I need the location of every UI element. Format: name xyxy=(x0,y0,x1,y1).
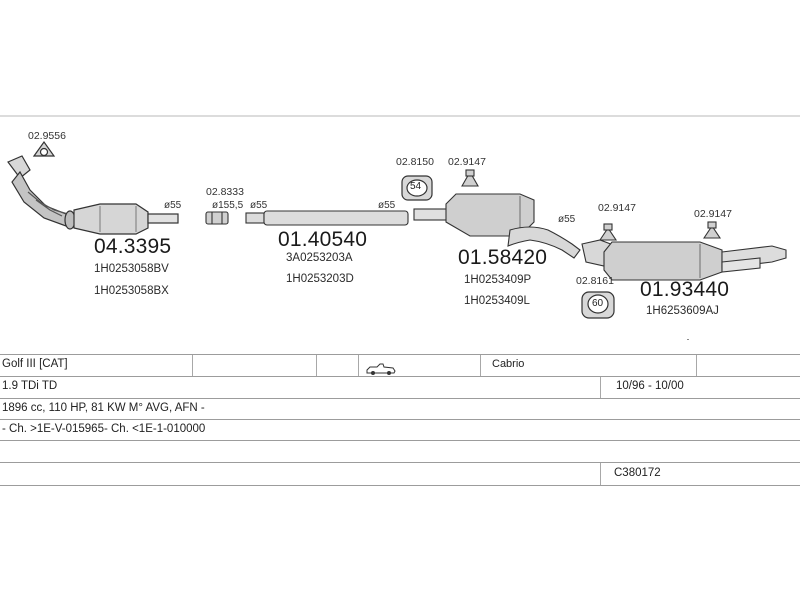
pipe-diameter: ø55 xyxy=(250,200,268,211)
mount-size-badge: 60 xyxy=(592,298,604,309)
gasket-part xyxy=(32,140,56,157)
convertible-car-icon xyxy=(366,361,396,380)
accessory-number: 02.8150 xyxy=(396,156,434,168)
accessory-number: 02.9147 xyxy=(448,156,486,168)
production-years: 10/96 - 10/00 xyxy=(616,380,684,392)
accessory-number: 02.9556 xyxy=(28,130,66,142)
oem-number: 1H0253203D xyxy=(286,273,354,285)
oem-number: 1H0253058BV xyxy=(94,263,169,275)
intermediate-pipe-part xyxy=(245,210,409,226)
oem-number: 1H0253409L xyxy=(464,295,530,307)
pipe-diameter: ø155,5 xyxy=(212,200,244,211)
engine-label: 1.9 TDi TD xyxy=(2,380,58,392)
chassis-range: - Ch. >1E-V-015965- Ch. <1E-1-010000 xyxy=(2,423,206,435)
part-number: 01.58420 xyxy=(458,246,548,269)
catalog-code: C380172 xyxy=(614,467,661,479)
oem-number: 1H6253609AJ xyxy=(646,305,719,317)
rubber-mount-part xyxy=(581,291,615,319)
pipe-diameter: ø55 xyxy=(378,200,396,211)
mount-size-badge: 54 xyxy=(410,181,422,192)
catalytic-converter-part xyxy=(7,155,179,235)
body-type: Cabrio xyxy=(492,358,525,370)
accessory-number: 02.8333 xyxy=(206,186,244,198)
oem-number: 3A0253203A xyxy=(286,252,353,264)
engine-specs: 1896 cc, 110 HP, 81 KW M° AVG, AFN - xyxy=(2,402,205,414)
accessory-number: 02.8161 xyxy=(576,275,614,287)
clamp-part xyxy=(205,211,229,225)
pipe-diameter: ø55 xyxy=(558,214,576,225)
part-number: 04.3395 xyxy=(94,235,172,258)
rubber-mount-part xyxy=(401,175,433,201)
hanger-part xyxy=(461,169,722,241)
part-number: 01.93440 xyxy=(640,278,730,301)
part-number: 01.40540 xyxy=(278,228,368,251)
vehicle-model: Golf III [CAT] xyxy=(2,358,68,370)
accessory-number: 02.9147 xyxy=(694,208,732,220)
accessory-number: 02.9147 xyxy=(598,202,636,214)
pipe-diameter: ø55 xyxy=(164,200,182,211)
oem-number: 1H0253409P xyxy=(464,274,532,286)
rear-silencer-part xyxy=(581,239,787,281)
oem-number: 1H0253058BX xyxy=(94,285,169,297)
exhaust-system-diagram xyxy=(0,115,800,340)
centre-silencer-part xyxy=(413,193,581,259)
